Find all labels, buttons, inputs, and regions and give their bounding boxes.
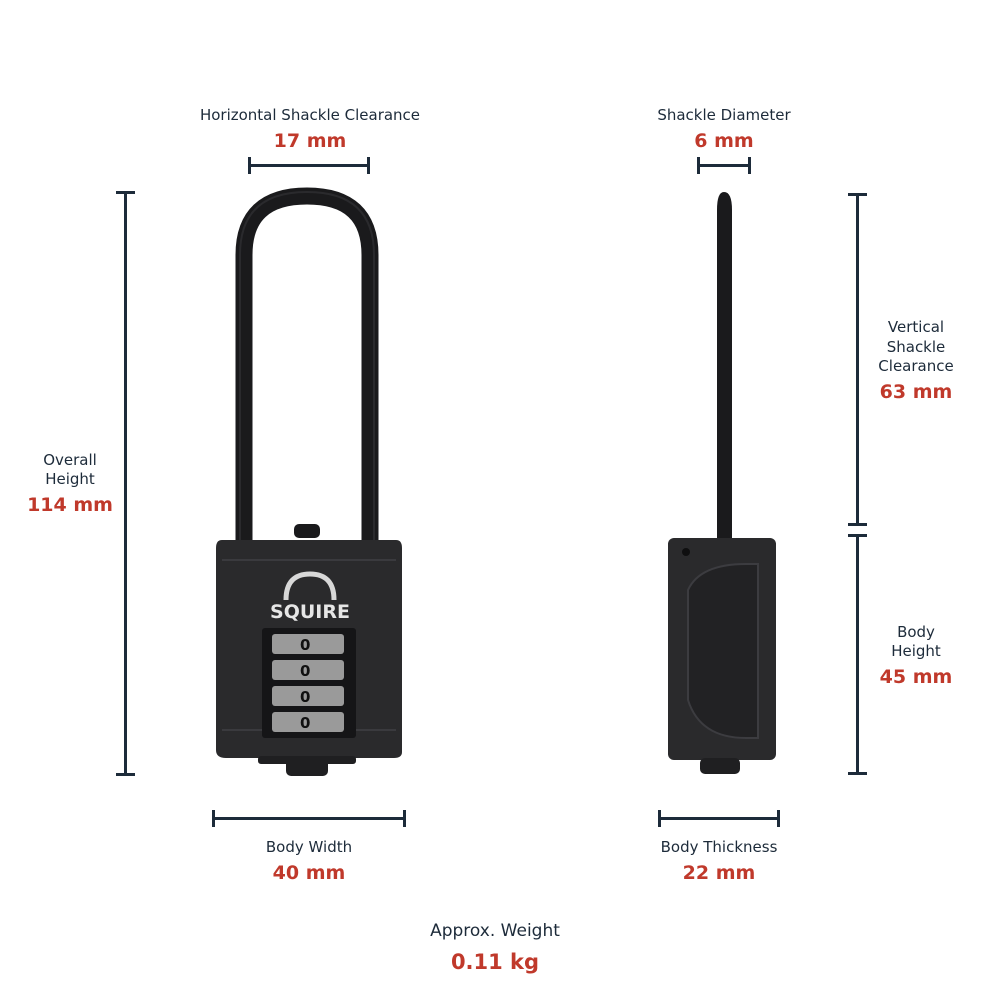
svg-text:0: 0 bbox=[300, 714, 310, 732]
vertical-shackle-clearance-label-line2: Shackle bbox=[886, 338, 946, 356]
overall-height-label-line1: Overall bbox=[43, 451, 97, 469]
weight-value: 0.11 kg bbox=[450, 950, 540, 974]
svg-text:0: 0 bbox=[300, 662, 310, 680]
body-width-value: 40 mm bbox=[272, 862, 346, 884]
body-width-label: Body Width bbox=[265, 838, 353, 856]
body-height-label-line1: Body bbox=[897, 623, 935, 641]
horizontal-shackle-clearance-label: Horizontal Shackle Clearance bbox=[199, 106, 421, 124]
body-height-label-line2: Height bbox=[891, 642, 941, 660]
side-shackle bbox=[717, 192, 732, 545]
body-thickness-label: Body Thickness bbox=[660, 838, 778, 856]
front-shackle bbox=[235, 187, 379, 545]
combination-dials: 0 0 0 0 bbox=[272, 634, 344, 732]
shackle-diameter-label: Shackle Diameter bbox=[657, 106, 791, 124]
horizontal-shackle-clearance-value: 17 mm bbox=[273, 130, 347, 152]
weight-label: Approx. Weight bbox=[430, 921, 560, 941]
body-height-value: 45 mm bbox=[879, 666, 953, 688]
svg-text:0: 0 bbox=[300, 636, 310, 654]
vertical-shackle-clearance-label-line3: Clearance bbox=[878, 357, 954, 375]
svg-text:0: 0 bbox=[300, 688, 310, 706]
shackle-diameter-value: 6 mm bbox=[694, 130, 754, 152]
vertical-shackle-clearance-label-line1: Vertical bbox=[887, 318, 945, 336]
overall-height-value: 114 mm bbox=[27, 494, 113, 516]
vertical-shackle-clearance-value: 63 mm bbox=[879, 381, 953, 403]
overall-height-label-line2: Height bbox=[45, 470, 95, 488]
front-brand-logo: SQUIRE bbox=[270, 601, 350, 623]
padlock-side-view bbox=[668, 192, 776, 774]
padlock-front-view: SQUIRE 0 0 0 0 bbox=[216, 187, 402, 776]
body-thickness-value: 22 mm bbox=[682, 862, 756, 884]
